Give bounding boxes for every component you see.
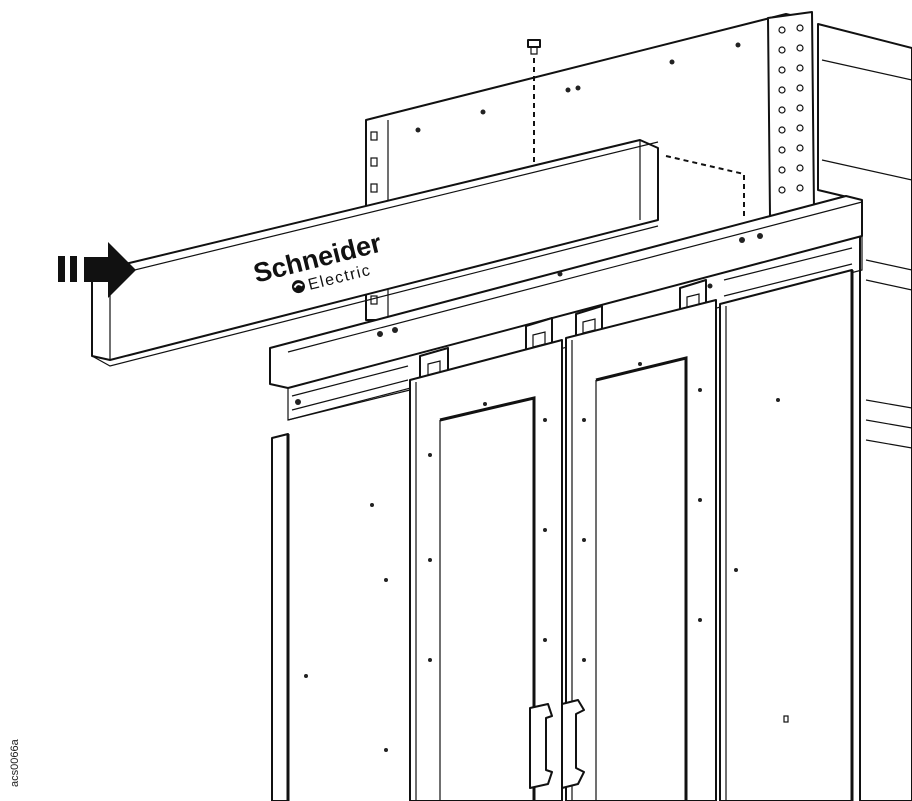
door-panel-left xyxy=(271,433,290,801)
bracket-guide-line xyxy=(665,155,745,220)
door-panel-2 xyxy=(565,299,717,801)
figure-id: acs0066a xyxy=(4,700,21,790)
door-handle-left xyxy=(529,703,553,789)
side-panel-left xyxy=(287,389,411,752)
screw-icon xyxy=(527,39,541,55)
mounting-rail xyxy=(767,11,815,217)
insert-arrow-icon xyxy=(58,242,136,298)
figure-id-text: acs0066a xyxy=(9,739,21,787)
door-panel-1 xyxy=(409,339,563,801)
side-panel-right xyxy=(719,269,854,801)
adjacent-rack xyxy=(817,23,912,801)
schneider-logo-mark-icon xyxy=(291,280,305,294)
door-handle-right xyxy=(561,699,585,789)
